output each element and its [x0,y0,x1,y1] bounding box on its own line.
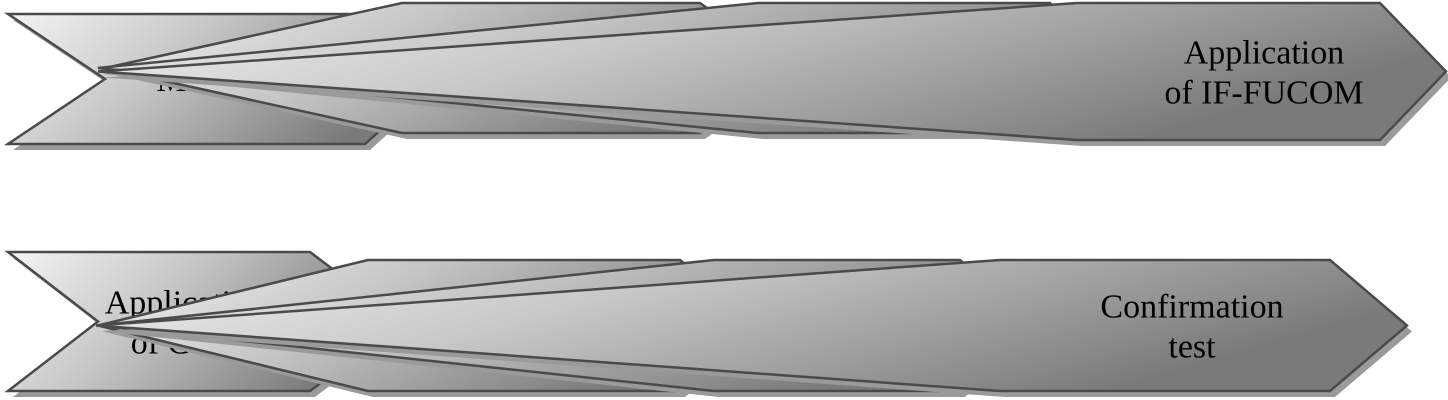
step-label-line: of IF-FUCOM [1164,75,1363,112]
step-label-line: Confirmation [1100,289,1283,326]
step-label-line: test [1168,329,1216,366]
chevron-arrow-shape [95,258,1409,393]
step-label-line: Application [1184,35,1345,72]
chevron-arrow-shape [97,1,1448,142]
